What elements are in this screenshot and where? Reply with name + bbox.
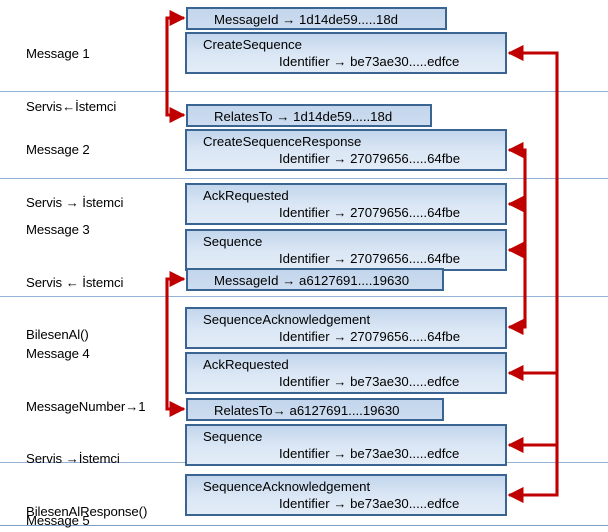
box-m4-sequenceacknowledgement-identifier: Identifier → 27079656.....64fbe (279, 329, 461, 344)
box-m2-relatesto: RelatesTo → 1d14de59.....18d (186, 104, 432, 127)
message-4-label-line-3: Servis →İstemci (26, 451, 120, 466)
message-3-label-line-2: Servis ← İstemci (26, 274, 124, 290)
box-m2-createsequenceresponse-title: CreateSequenceResponse (203, 134, 362, 149)
box-m4-relatesto: RelatesTo→ a6127691....19630 (186, 398, 444, 421)
box-m3-ackrequested-identifier: Identifier → 27079656.....64fbe (279, 205, 461, 220)
message-5-label: Message 5 Servis←İstemci (26, 477, 116, 532)
box-m3-sequence: Sequence Identifier → 27079656.....64fbe (185, 229, 507, 271)
message-2-label-line-1: Message 2 (26, 142, 90, 157)
box-m4-ackrequested: AckRequested Identifier → be73ae30.....e… (185, 352, 507, 394)
box-m2-createsequenceresponse: CreateSequenceResponse Identifier → 2707… (185, 129, 507, 171)
box-m5-sequenceacknowledgement-identifier: Identifier → be73ae30.....edfce (279, 496, 460, 511)
box-m3-ackrequested-title: AckRequested (203, 188, 289, 203)
message-1-label-line-1: Message 1 (26, 46, 90, 61)
box-m2-relatesto-text: RelatesTo → 1d14de59.....18d (214, 109, 393, 124)
box-m4-sequence-identifier: Identifier → be73ae30.....edfce (279, 446, 460, 461)
message-3-label: Message 3 Servis ← İstemci BilesenAl() (26, 186, 123, 379)
section-separator-bottom (0, 525, 608, 526)
box-m4-relatesto-text: RelatesTo→ a6127691....19630 (214, 403, 400, 418)
box-m5-sequenceacknowledgement-title: SequenceAcknowledgement (203, 479, 371, 494)
connector-m1-messageid-to-m2-relatesto (165, 9, 186, 124)
box-m3-messageid-text: MessageId → a6127691....19630 (214, 273, 410, 288)
message-5-label-line-1: Message 5 (26, 513, 90, 528)
box-m2-createsequenceresponse-identifier: Identifier → 27079656.....64fbe (279, 151, 461, 166)
box-m1-messageid: MessageId → 1d14de59.....18d (186, 7, 447, 30)
box-m3-ackrequested: AckRequested Identifier → 27079656.....6… (185, 183, 507, 225)
box-m4-sequenceacknowledgement: SequenceAcknowledgement Identifier → 270… (185, 307, 507, 349)
message-4-label-line-2: MessageNumber→1 (26, 398, 146, 414)
box-m5-sequenceacknowledgement: SequenceAcknowledgement Identifier → be7… (185, 474, 507, 516)
message-3-label-line-3: BilesenAl() (26, 327, 89, 342)
message-2-label-line-2: Servis → İstemci (26, 194, 124, 210)
message-1-label-line-2: Servis←İstemci (26, 98, 117, 114)
box-m3-sequence-title: Sequence (203, 234, 263, 249)
connector-rail-inner-csr-identifier (507, 141, 527, 336)
section-separator-1 (0, 91, 608, 92)
connector-m3-messageid-to-m4-relatesto (165, 270, 186, 418)
message-1-label: Message 1 Servis←İstemci (26, 10, 116, 150)
box-m4-ackrequested-identifier: Identifier → be73ae30.....edfce (279, 374, 460, 389)
box-m4-ackrequested-title: AckRequested (203, 357, 289, 372)
box-m4-sequence-title: Sequence (203, 429, 263, 444)
message-4-label: Message 4 MessageNumber→1 Servis →İstemc… (26, 310, 147, 532)
message-4-label-line-1: Message 4 (26, 346, 90, 361)
box-m1-createsequence: CreateSequence Identifier → be73ae30....… (185, 32, 507, 74)
message-3-label-line-1: Message 3 (26, 222, 90, 237)
box-m4-sequence: Sequence Identifier → be73ae30.....edfce (185, 424, 507, 466)
box-m1-createsequence-identifier: Identifier → be73ae30.....edfce (279, 54, 460, 69)
section-separator-2 (0, 178, 608, 179)
section-separator-3 (0, 296, 608, 297)
message-2-label: Message 2 Servis → İstemci (26, 106, 123, 246)
box-m3-messageid: MessageId → a6127691....19630 (186, 268, 444, 291)
connector-rail-outer-cs-identifier (507, 44, 559, 504)
box-m1-messageid-text: MessageId → 1d14de59.....18d (214, 12, 399, 27)
box-m1-createsequence-title: CreateSequence (203, 37, 302, 52)
box-m3-sequence-identifier: Identifier → 27079656.....64fbe (279, 251, 461, 266)
message-4-label-line-4: BilesenAlResponse() (26, 503, 148, 519)
box-m4-sequenceacknowledgement-title: SequenceAcknowledgement (203, 312, 371, 327)
